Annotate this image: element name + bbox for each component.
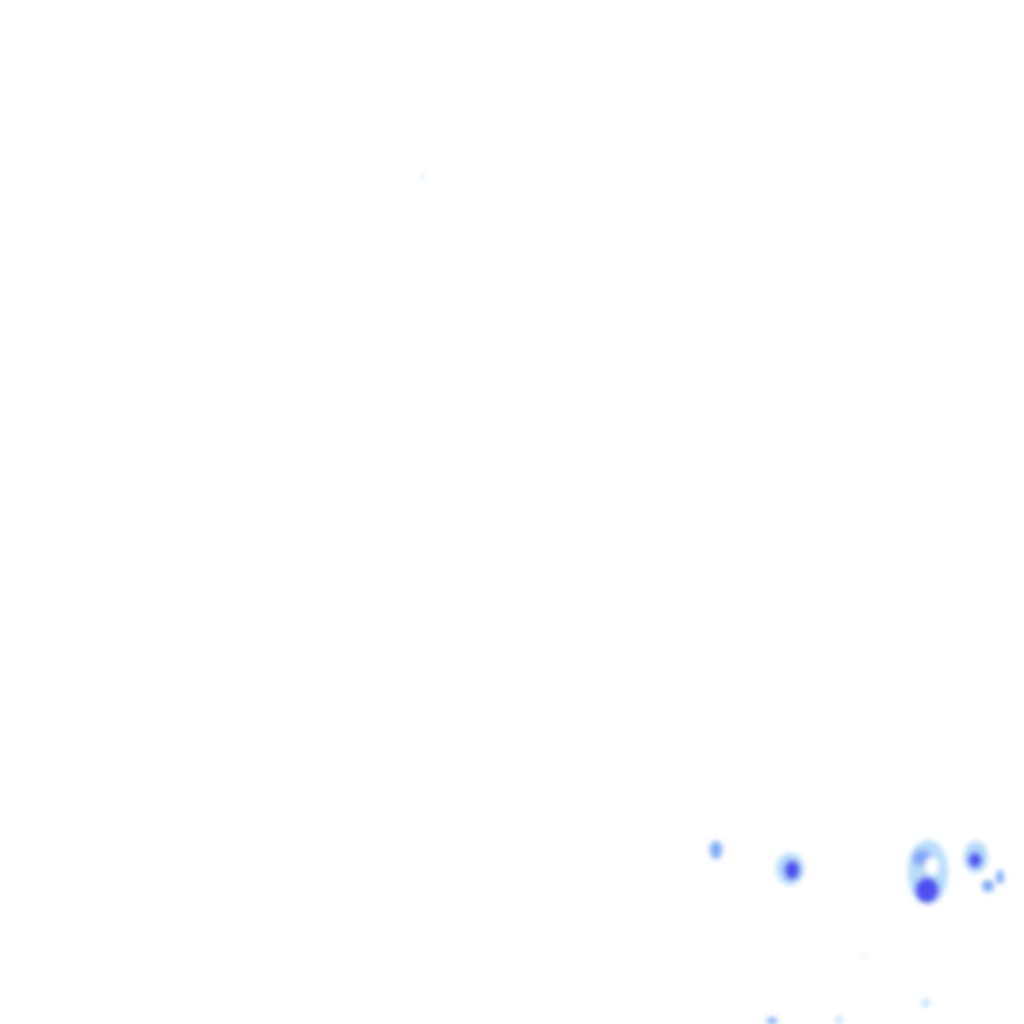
precip-cell xyxy=(982,870,1004,892)
precip-cell xyxy=(908,840,948,904)
precip-speck xyxy=(860,955,868,957)
precip-cell xyxy=(710,841,722,859)
precip-cell xyxy=(964,841,988,873)
precip-cell xyxy=(776,853,804,885)
precip-speck xyxy=(836,1016,842,1024)
precip-speck xyxy=(767,1017,777,1024)
precip-speck xyxy=(922,999,930,1007)
precip-speck xyxy=(420,174,424,180)
